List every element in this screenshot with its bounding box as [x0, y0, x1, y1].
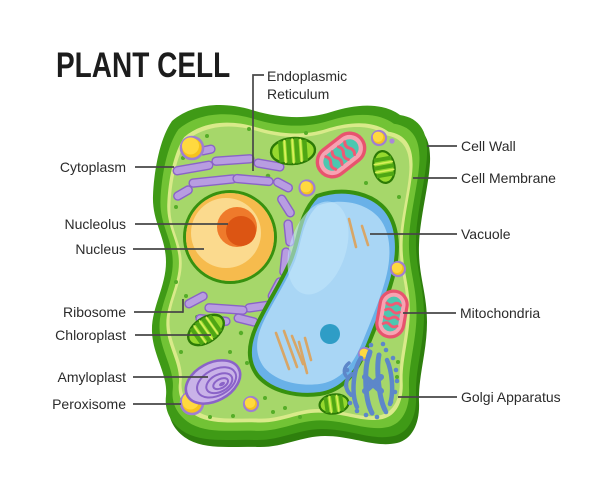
golgi-apparatus [342, 341, 400, 420]
peroxisome-3 [298, 179, 316, 197]
nucleus [183, 190, 277, 284]
label-peroxisome: Peroxisome [52, 396, 126, 412]
vacuole-blob [320, 324, 340, 344]
vacuole [247, 189, 399, 397]
label-chloroplast: Chloroplast [55, 327, 126, 343]
page-title: PLANT CELL [56, 46, 231, 85]
peroxisome-6 [242, 395, 260, 413]
leader-er [252, 74, 264, 171]
chloroplasts [187, 136, 396, 415]
vacuole-strands [274, 217, 370, 375]
label-endoplasmic-reticulum: Endoplasmic Reticulum [267, 67, 347, 103]
label-vacuole: Vacuole [461, 226, 511, 242]
chloroplast-top [269, 136, 317, 166]
label-er-line1: Endoplasmic [267, 68, 348, 84]
peroxisome-1 [179, 135, 205, 161]
leader-lines [133, 74, 457, 405]
label-nucleolus: Nucleolus [64, 216, 126, 232]
golgi-vesicles [343, 341, 400, 420]
label-amyloplast: Amyloplast [57, 369, 126, 385]
nucleolus-core [226, 216, 256, 246]
peroxisome-4 [389, 260, 407, 278]
vacuole-highlight [287, 201, 349, 295]
label-cell-membrane: Cell Membrane [461, 170, 556, 186]
peroxisome-2 [370, 129, 388, 147]
mitochondria-top [315, 131, 367, 179]
label-cytoplasm: Cytoplasm [59, 159, 126, 175]
chloroplast-left [187, 313, 225, 347]
label-golgi-apparatus: Golgi Apparatus [461, 389, 561, 405]
label-cell-wall: Cell Wall [461, 138, 516, 154]
mitochondria-group [315, 131, 409, 339]
label-nucleus: Nucleus [75, 241, 126, 257]
label-mitochondria: Mitochondria [460, 305, 541, 321]
amyloplast [184, 359, 242, 405]
mitochondria-right [375, 289, 409, 339]
chloroplast-right [372, 150, 396, 184]
label-ribosome: Ribosome [62, 304, 126, 320]
label-er-line2: Reticulum [267, 86, 330, 102]
